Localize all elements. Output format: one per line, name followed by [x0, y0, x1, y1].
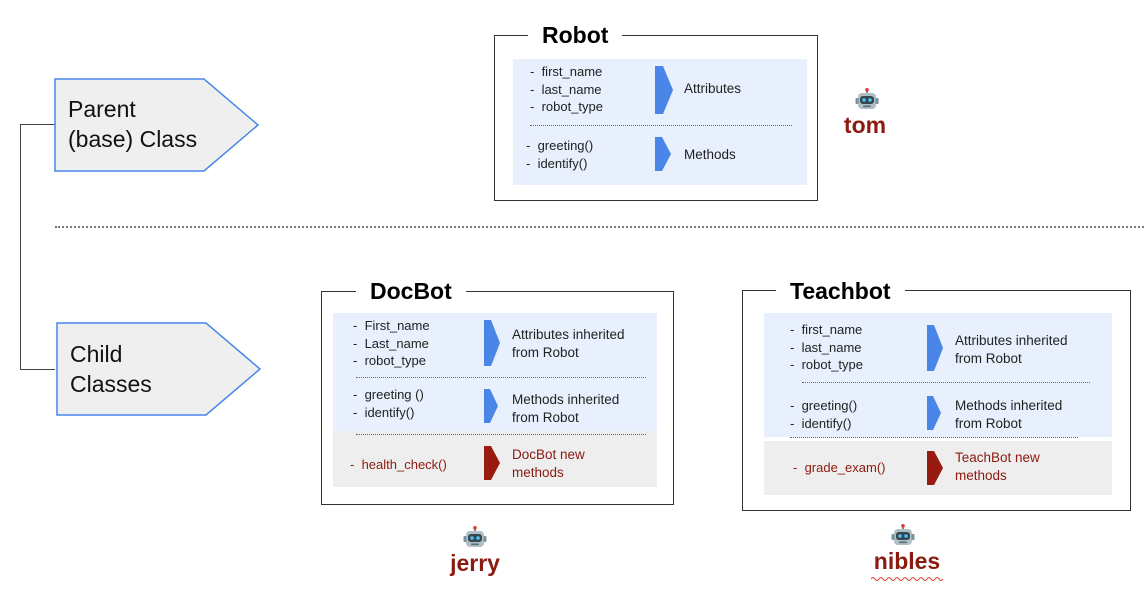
- teachbot-class-title: Teachbot: [776, 278, 905, 304]
- list-item: first_name: [790, 321, 863, 339]
- teachbot-new-methods-list: grade_exam(): [793, 459, 886, 477]
- label-line: from Robot: [512, 410, 579, 425]
- pentagon-shape: [56, 322, 262, 416]
- child-label-line1: Child: [70, 341, 123, 367]
- docbot-methods-label: Methods inherited from Robot: [512, 391, 619, 427]
- teachbot-methods-label: Methods inherited from Robot: [955, 397, 1062, 433]
- robot-attributes-list: first_name last_name robot_type: [530, 63, 603, 116]
- list-item: grade_exam(): [793, 459, 886, 477]
- docbot-methods-list: greeting () identify(): [353, 386, 424, 421]
- dotted-separator: [790, 437, 1078, 438]
- label-line: from Robot: [512, 345, 579, 360]
- label-line: Methods inherited: [955, 398, 1063, 413]
- list-item: robot_type: [790, 356, 863, 374]
- chevron-right-icon: [655, 137, 671, 171]
- list-item: greeting (): [353, 386, 424, 404]
- label-line: methods: [955, 468, 1007, 483]
- chevron-right-icon: [484, 446, 500, 480]
- list-item: First_name: [353, 317, 430, 335]
- label-line: Methods inherited: [512, 392, 620, 407]
- parent-class-label: Parent (base) Class: [54, 78, 260, 172]
- chevron-right-icon: [655, 66, 673, 114]
- parent-label-line2: (base) Class: [68, 126, 198, 152]
- teachbot-methods-list: greeting() identify(): [790, 397, 858, 433]
- docbot-new-methods-label: DocBot new methods: [512, 446, 585, 482]
- robot-icon: [463, 526, 487, 547]
- label-line: DocBot new: [512, 447, 585, 462]
- robot-methods-label: Methods: [684, 147, 736, 162]
- dotted-separator: [356, 377, 646, 378]
- label-line: from Robot: [955, 416, 1022, 431]
- list-item: robot_type: [353, 352, 430, 370]
- list-item: last_name: [790, 339, 863, 357]
- list-item: identify(): [526, 155, 593, 173]
- instance-name-jerry: jerry: [450, 550, 500, 576]
- hierarchy-connector: [20, 124, 55, 370]
- spellcheck-underline: [871, 576, 944, 581]
- dotted-separator: [530, 125, 792, 126]
- instance-name-tom: tom: [843, 112, 887, 138]
- chevron-right-icon: [927, 451, 943, 485]
- list-item: identify(): [790, 415, 857, 433]
- list-item: robot_type: [530, 98, 603, 116]
- child-label-line2: Classes: [70, 371, 152, 397]
- label-line: from Robot: [955, 351, 1022, 366]
- child-classes-label: Child Classes: [56, 322, 262, 416]
- robot-methods-list: greeting() identify(): [526, 137, 594, 173]
- instance-name-nibles: nibles: [873, 548, 941, 574]
- list-item: greeting(): [526, 137, 594, 155]
- chevron-right-icon: [927, 325, 943, 371]
- chevron-right-icon: [484, 320, 500, 366]
- robot-attributes-label: Attributes: [684, 81, 742, 96]
- robot-class-title: Robot: [528, 22, 623, 48]
- list-item: greeting(): [790, 397, 858, 415]
- label-line: methods: [512, 465, 564, 480]
- list-item: last_name: [530, 81, 603, 99]
- teachbot-new-methods-label: TeachBot new methods: [955, 449, 1040, 485]
- docbot-attributes-label: Attributes inherited from Robot: [512, 326, 625, 362]
- label-line: TeachBot new: [955, 450, 1040, 465]
- parent-label-line1: Parent: [68, 96, 136, 122]
- section-divider: [55, 226, 1144, 228]
- teachbot-attributes-label: Attributes inherited from Robot: [955, 332, 1068, 368]
- pentagon-shape: [54, 78, 260, 172]
- label-line: Attributes inherited: [955, 333, 1068, 348]
- chevron-right-icon: [927, 396, 941, 430]
- list-item: first_name: [530, 63, 603, 81]
- teachbot-attributes-list: first_name last_name robot_type: [790, 321, 863, 374]
- robot-icon: [855, 88, 879, 109]
- robot-icon: [891, 524, 915, 545]
- label-line: Attributes inherited: [512, 327, 625, 342]
- dotted-separator: [802, 382, 1090, 383]
- dotted-separator: [356, 434, 646, 435]
- list-item: identify(): [353, 404, 424, 422]
- list-item: health_check(): [350, 456, 447, 474]
- docbot-new-methods-list: health_check(): [350, 456, 447, 474]
- chevron-right-icon: [484, 389, 498, 423]
- docbot-class-title: DocBot: [356, 278, 466, 304]
- list-item: Last_name: [353, 335, 430, 353]
- docbot-attributes-list: First_name Last_name robot_type: [353, 317, 430, 370]
